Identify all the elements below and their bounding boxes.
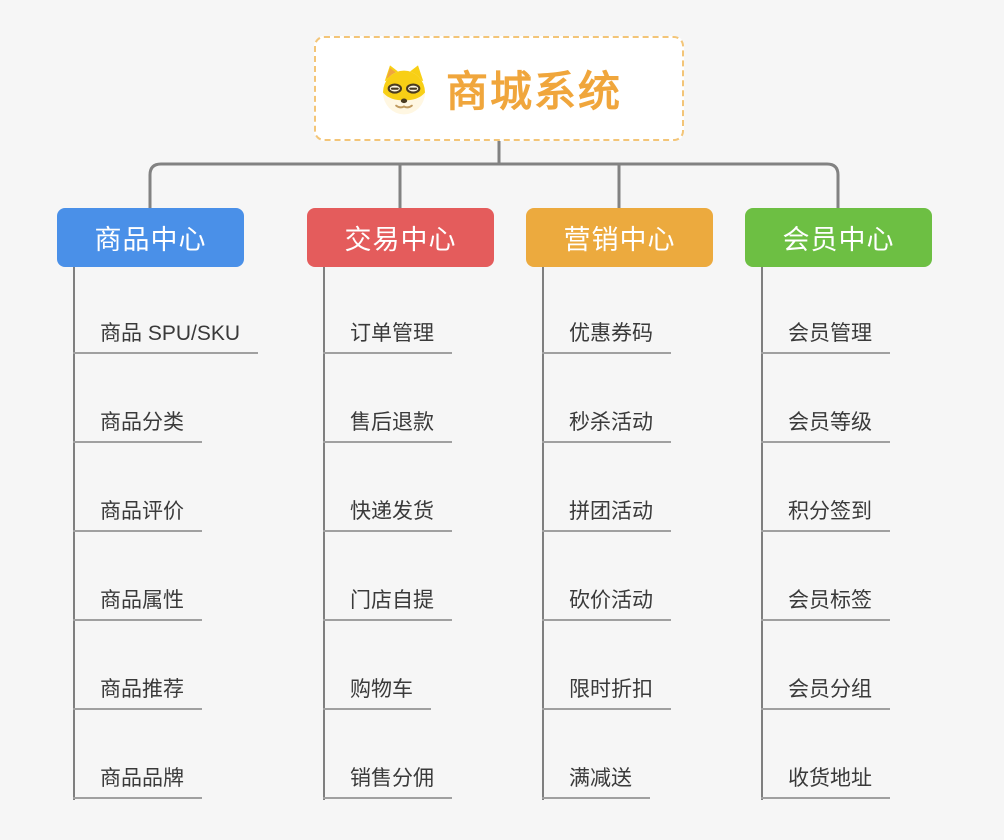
leaf-item[interactable]: 收货地址 bbox=[761, 761, 890, 799]
root-topic[interactable]: 商城系统 bbox=[314, 36, 684, 141]
branch-topic-members[interactable]: 会员中心 bbox=[745, 208, 932, 267]
leaf-item[interactable]: 销售分佣 bbox=[323, 761, 452, 799]
branch-topic-marketing[interactable]: 营销中心 bbox=[526, 208, 713, 267]
branch-spine-line bbox=[73, 267, 75, 800]
leaf-item[interactable]: 会员等级 bbox=[761, 405, 890, 443]
branch-topic-trade[interactable]: 交易中心 bbox=[307, 208, 494, 267]
leaf-item[interactable]: 快递发货 bbox=[323, 494, 452, 532]
leaf-item[interactable]: 砍价活动 bbox=[542, 583, 671, 621]
branch-topic-label: 会员中心 bbox=[782, 225, 895, 255]
leaf-item[interactable]: 商品评价 bbox=[73, 494, 202, 532]
leaf-item[interactable]: 商品属性 bbox=[73, 583, 202, 621]
leaf-item[interactable]: 售后退款 bbox=[323, 405, 452, 443]
branch-topic-label: 商品中心 bbox=[94, 225, 207, 255]
root-topic-label: 商城系统 bbox=[445, 68, 622, 115]
leaf-item[interactable]: 商品推荐 bbox=[73, 672, 202, 710]
leaf-item[interactable]: 门店自提 bbox=[323, 583, 452, 621]
leaf-item[interactable]: 拼团活动 bbox=[542, 494, 671, 532]
leaf-item[interactable]: 购物车 bbox=[323, 672, 431, 710]
branch-spine-line bbox=[542, 267, 544, 800]
leaf-item[interactable]: 会员标签 bbox=[761, 583, 890, 621]
branch-topic-label: 营销中心 bbox=[563, 225, 676, 255]
leaf-item[interactable]: 限时折扣 bbox=[542, 672, 671, 710]
leaf-item[interactable]: 积分签到 bbox=[761, 494, 890, 532]
branch-topic-products[interactable]: 商品中心 bbox=[57, 208, 244, 267]
branch-spine-line bbox=[761, 267, 763, 800]
branch-spine-line bbox=[323, 267, 325, 800]
leaf-item[interactable]: 商品 SPU/SKU bbox=[73, 316, 259, 354]
leaf-item[interactable]: 会员管理 bbox=[761, 316, 890, 354]
leaf-item[interactable]: 商品分类 bbox=[73, 405, 202, 443]
doge-icon bbox=[382, 64, 425, 114]
branch-topic-label: 交易中心 bbox=[344, 225, 457, 255]
branch-bus-line bbox=[148, 162, 840, 208]
leaf-item[interactable]: 商品品牌 bbox=[73, 761, 202, 799]
leaf-item[interactable]: 订单管理 bbox=[323, 316, 452, 354]
leaf-item[interactable]: 满减送 bbox=[542, 761, 650, 799]
leaf-item[interactable]: 优惠券码 bbox=[542, 316, 671, 354]
leaf-item[interactable]: 会员分组 bbox=[761, 672, 890, 710]
leaf-item[interactable]: 秒杀活动 bbox=[542, 405, 671, 443]
